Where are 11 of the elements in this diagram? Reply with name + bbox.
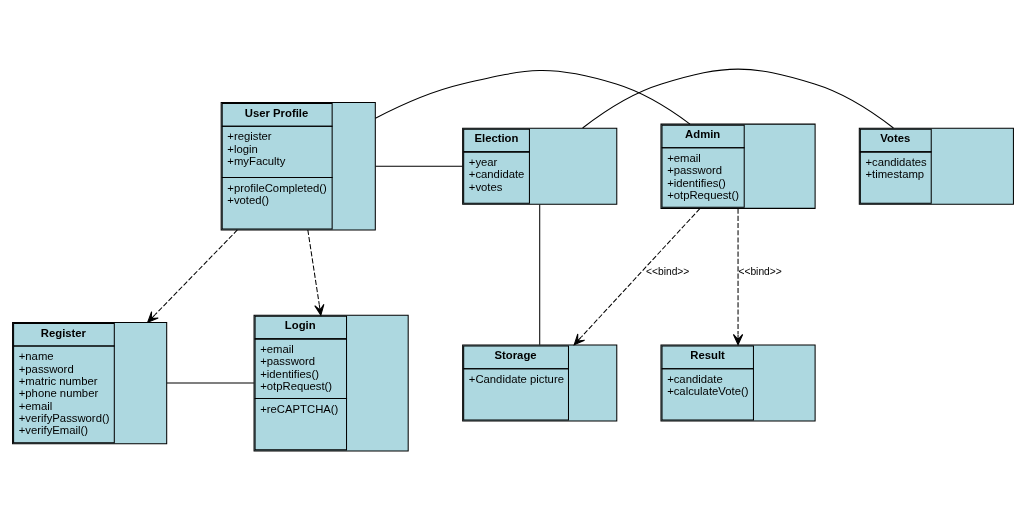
connector (582, 68, 894, 129)
arrow (147, 229, 238, 323)
arrow (307, 229, 325, 316)
connector (166, 382, 255, 384)
connector (375, 165, 463, 167)
connector (374, 70, 691, 125)
connector (539, 204, 541, 346)
edge-label: <<bind>> (738, 266, 782, 278)
arrow (573, 208, 701, 346)
arrow (732, 208, 744, 346)
edge-label: <<bind>> (645, 266, 690, 278)
